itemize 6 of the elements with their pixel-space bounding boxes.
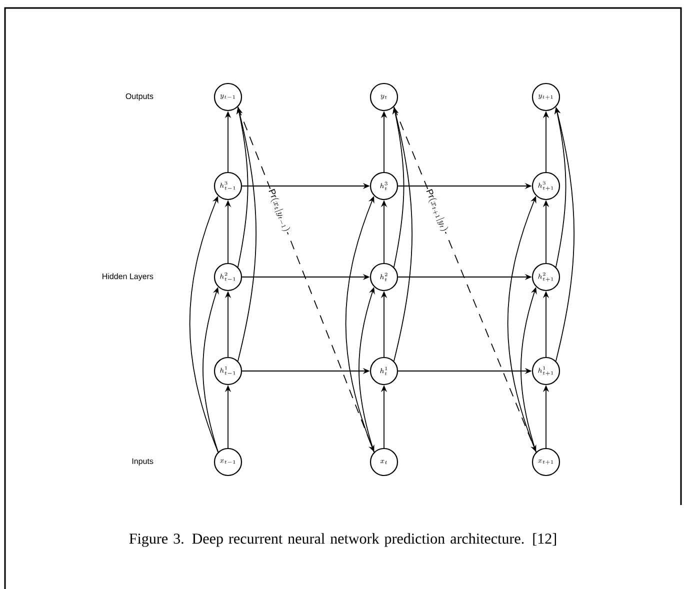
row-label: Outputs xyxy=(126,93,154,101)
figure-caption: Figure 3. Deep recurrent neural network prediction architecture. [12] xyxy=(129,533,556,547)
row-label: Hidden Layers xyxy=(102,273,154,281)
edge-label: $\Pr(x_{t+1}|y_t)$ xyxy=(422,186,451,234)
edge-label: $\Pr(x_t|y_{t-1})$ xyxy=(265,186,292,234)
row-label: Inputs xyxy=(132,458,154,466)
